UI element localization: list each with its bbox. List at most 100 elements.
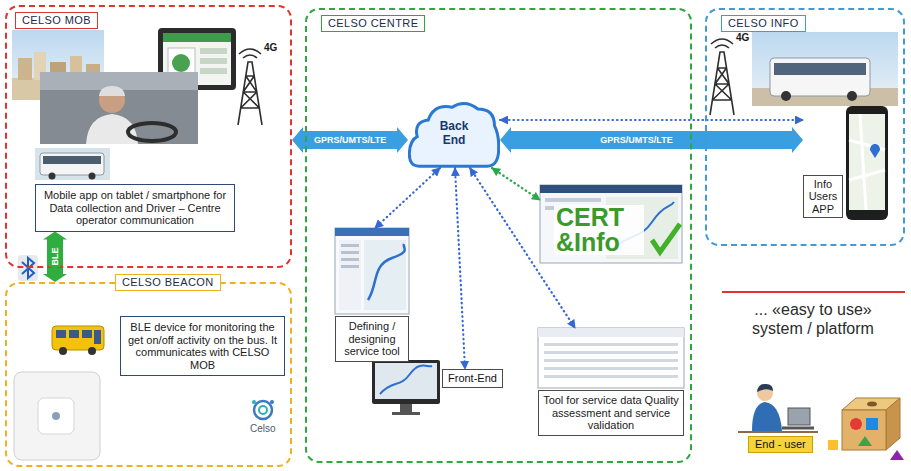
cert-screenshot	[540, 185, 682, 193]
region-heading: CELSO INFO	[721, 15, 806, 32]
service-tool-screenshot	[368, 244, 405, 300]
cert-screenshot	[545, 198, 601, 202]
device-screenshot	[163, 33, 231, 42]
tag-box: End - user	[748, 436, 813, 453]
antenna-tower	[710, 39, 734, 115]
bus-icon	[59, 347, 67, 355]
device-screenshot	[200, 58, 227, 64]
shape-sorter-toy	[842, 410, 886, 450]
front-end-monitor	[372, 360, 440, 404]
region-panel: CELSO INFO Info Users APP	[705, 8, 905, 246]
bluetooth-symbol	[18, 255, 38, 281]
smartphone	[870, 144, 880, 158]
separator-line	[722, 292, 905, 293]
quality-tool-screenshot	[538, 328, 684, 388]
dotted-connector	[375, 168, 440, 228]
edge-label: GPRS/UMTS/LTE	[598, 135, 674, 146]
beacon-device-photo	[52, 412, 60, 420]
bus-photo	[35, 148, 110, 180]
tool-panel: Defining / designing service tool	[335, 228, 409, 362]
bus-photo	[35, 148, 110, 180]
service-tool-screenshot	[335, 228, 409, 314]
box-text: BLE device for monitoring the get on/off…	[127, 321, 278, 371]
bluetooth-symbol	[22, 258, 34, 278]
bus-stop-photo	[770, 58, 870, 96]
antenna-tower	[710, 52, 734, 115]
bus-icon	[52, 326, 104, 350]
tag-text: End - user	[755, 438, 806, 451]
quality-tool-screenshot	[538, 328, 684, 337]
cert-screenshot	[540, 185, 682, 263]
front-end-monitor	[375, 363, 437, 399]
tag-box: Front-End	[442, 369, 503, 388]
shape-sorter-toy	[850, 418, 862, 430]
bus-icon	[69, 330, 79, 338]
edge-label: BLE	[50, 246, 61, 268]
shape-sorter-toy	[858, 436, 872, 446]
beacon-device-photo	[14, 372, 100, 460]
logo-text: CERT &Info	[554, 205, 644, 255]
text-box: Mobile app on tablet / smartphone for Da…	[35, 184, 235, 232]
cloud-node: Back End	[408, 98, 500, 168]
bus-icon	[88, 347, 96, 355]
fat-arrow	[292, 127, 408, 153]
antenna-tower	[239, 49, 261, 58]
quality-tool-screenshot	[544, 375, 678, 378]
device-screenshot	[200, 68, 227, 74]
celso-logo	[252, 400, 256, 404]
smartphone	[849, 114, 885, 210]
dotted-connector	[455, 168, 465, 369]
bus-icon	[52, 326, 104, 355]
beacon-device-photo	[14, 372, 100, 460]
note-label: 4G	[736, 32, 749, 44]
region-panel: CELSO CENTREBack EndCERT &InfoDefining /…	[305, 8, 692, 463]
bus-photo	[40, 153, 104, 175]
tool-text: Tool for service data Quality assessment…	[538, 390, 684, 436]
app-panel: Info Users APP	[803, 112, 843, 218]
bus-stop-photo	[847, 91, 857, 101]
cloud-shape	[409, 103, 498, 166]
bluetooth-symbol	[18, 255, 38, 281]
quality-tool-screenshot	[538, 328, 684, 388]
device-screenshot	[200, 48, 227, 54]
front-end-monitor	[380, 366, 432, 395]
bus-stop-photo	[781, 91, 791, 101]
service-tool-screenshot	[341, 265, 359, 268]
note-label: 4G	[264, 42, 277, 54]
smartphone	[849, 114, 885, 210]
quality-tool-screenshot	[544, 343, 678, 346]
service-tool-screenshot	[341, 258, 359, 261]
service-tool-screenshot	[335, 228, 409, 314]
shape-sorter-toy	[828, 398, 904, 460]
front-end-monitor	[372, 360, 440, 415]
cert-screenshot	[540, 185, 682, 263]
end-user-figure	[782, 427, 814, 430]
service-tool-screenshot	[335, 228, 409, 236]
quality-tool-screenshot	[544, 359, 678, 362]
celso-logo	[252, 400, 274, 419]
quality-tool-screenshot	[544, 351, 678, 354]
celso-logo	[270, 400, 274, 404]
tool-panel: Tool for service data Quality assessment…	[538, 328, 684, 436]
smartphone	[846, 106, 888, 220]
driver-photo	[40, 72, 198, 144]
driver-photo	[40, 72, 198, 144]
bus-stop-photo	[774, 63, 866, 75]
front-end-monitor	[392, 412, 420, 415]
box-text: Mobile app on tablet / smartphone for Da…	[42, 189, 228, 227]
quality-tool-screenshot	[544, 367, 678, 370]
smartphone	[846, 106, 888, 220]
device-screenshot	[172, 54, 190, 72]
bus-stop-photo	[752, 32, 898, 106]
end-user-figure	[788, 408, 810, 425]
fat-arrow	[500, 127, 803, 153]
separator-line	[722, 291, 905, 293]
bus-photo	[49, 173, 56, 180]
note-label: ... «easy to use» system / platform	[728, 300, 898, 338]
shape-sorter-toy	[867, 402, 877, 407]
region-panel: CELSO MOBMobile app on tablet / smartpho…	[5, 5, 292, 268]
end-user-figure	[757, 384, 773, 392]
shape-sorter-toy	[886, 398, 900, 450]
